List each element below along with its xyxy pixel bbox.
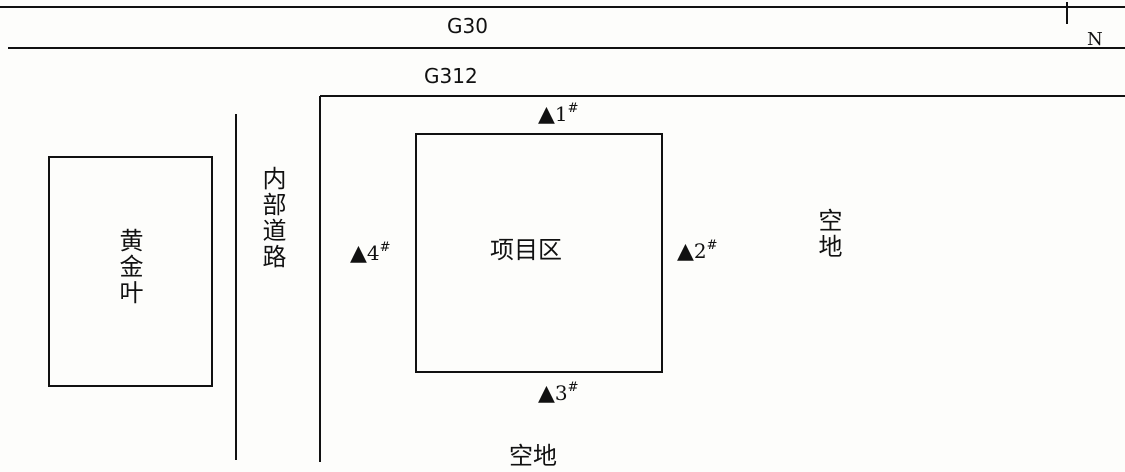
point-mark: # [567, 380, 579, 395]
monitoring-point-4: ▲4# [350, 240, 391, 266]
monitoring-point-2: ▲2# [677, 238, 718, 264]
triangle-marker-icon: ▲ [677, 239, 694, 264]
monitoring-point-3: ▲3# [538, 380, 579, 406]
point-number: 1 [554, 102, 568, 126]
point-number: 4 [366, 241, 380, 265]
north-label: N [1087, 29, 1103, 50]
triangle-marker-icon: ▲ [538, 102, 555, 127]
gold-leaf-label: 黄金叶 [115, 228, 143, 306]
point-mark: # [706, 238, 718, 253]
project-area-label: 项目区 [490, 236, 562, 264]
g312-road-label: G312 [424, 64, 478, 88]
empty-land-east-label: 空地 [814, 208, 842, 260]
point-number: 2 [693, 239, 707, 263]
project-area-boundary [415, 133, 663, 373]
empty-land-south-label: 空地 [509, 442, 557, 470]
gold-leaf-building [48, 156, 213, 387]
point-mark: # [567, 101, 579, 116]
triangle-marker-icon: ▲ [538, 381, 555, 406]
triangle-marker-icon: ▲ [350, 241, 367, 266]
point-number: 3 [554, 381, 568, 405]
g30-road-label: G30 [447, 14, 488, 38]
monitoring-point-1: ▲1# [538, 101, 579, 127]
point-mark: # [379, 240, 391, 255]
inner-road-label: 内部道路 [258, 166, 286, 270]
